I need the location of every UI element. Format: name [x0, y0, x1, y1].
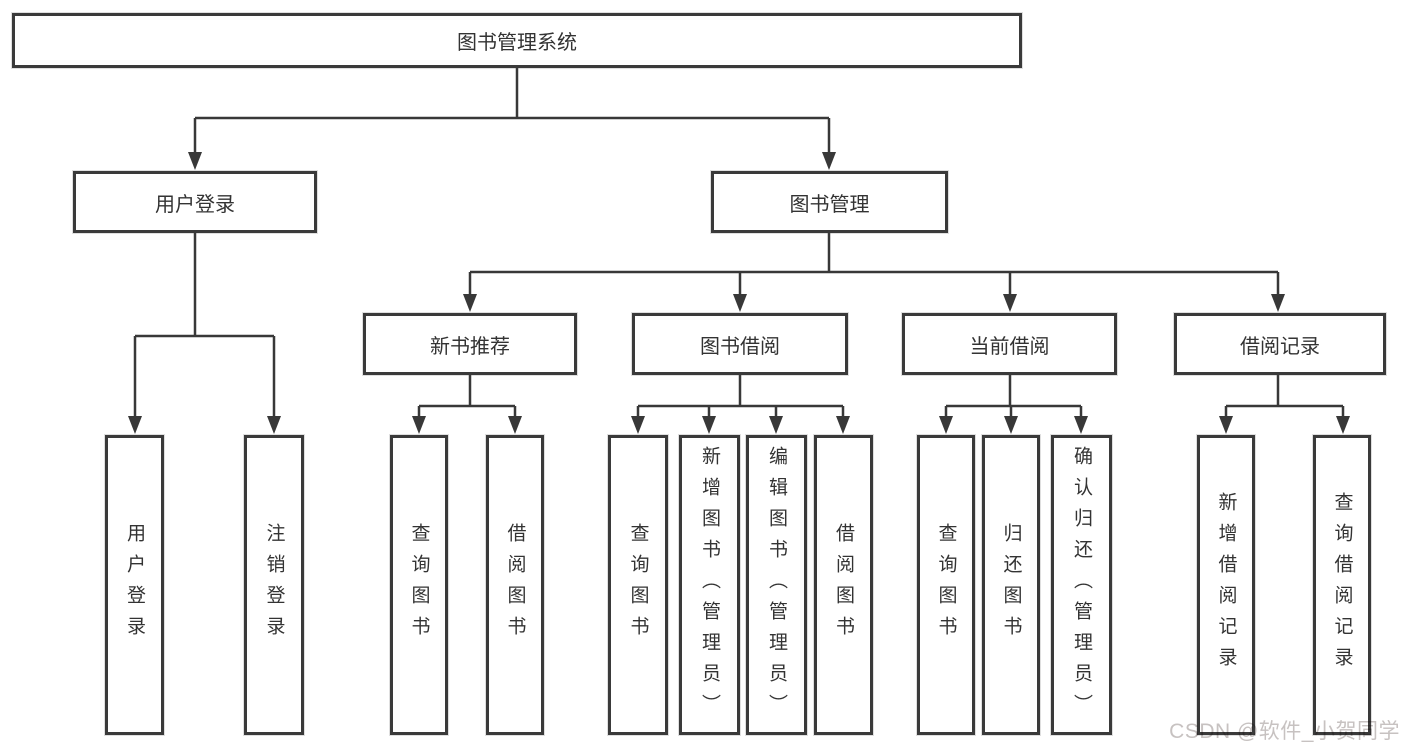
arrowhead-add-borrow-record — [1219, 416, 1233, 434]
node-root: 图书管理系统 — [12, 13, 1022, 68]
arrowhead-book-mgmt — [822, 152, 836, 170]
arrowhead-new-book-recommend — [463, 294, 477, 312]
node-current-borrow: 当前借阅 — [902, 313, 1117, 375]
leaf-add-books-admin-label: 新增图书（管理员） — [699, 445, 720, 725]
node-new-book-recommend: 新书推荐 — [363, 313, 577, 375]
arrowhead-user-login — [188, 152, 202, 170]
leaf-borrow-books-label: 借阅图书 — [833, 523, 854, 647]
arrowhead-current-borrow — [1003, 294, 1017, 312]
leaf-edit-books-admin: 编辑图书（管理员） — [746, 435, 807, 735]
leaf-user-login-label: 用户登录 — [124, 523, 145, 647]
leaf-add-borrow-record: 新增借阅记录 — [1197, 435, 1255, 735]
node-user-login: 用户登录 — [73, 171, 317, 233]
leaf-query-books-current: 查询图书 — [917, 435, 975, 735]
arrowhead-add-books-admin — [702, 416, 716, 434]
connector-user-login-branch — [128, 233, 281, 434]
node-book-borrow-label: 图书借阅 — [700, 335, 780, 358]
arrowhead-leaf-logout — [267, 416, 281, 434]
leaf-add-books-admin: 新增图书（管理员） — [679, 435, 740, 735]
leaf-logout-label: 注销登录 — [263, 523, 285, 647]
arrowhead-leaf-user-login — [128, 416, 142, 434]
arrowhead-query-books-borrow — [631, 416, 645, 434]
arrowhead-return-books — [1004, 416, 1018, 434]
arrowhead-edit-books-admin — [769, 416, 783, 434]
leaf-return-books: 归还图书 — [982, 435, 1040, 735]
node-borrow-records-label: 借阅记录 — [1240, 335, 1320, 358]
leaf-user-login: 用户登录 — [105, 435, 164, 735]
leaf-return-books-label: 归还图书 — [1000, 523, 1022, 647]
arrowhead-borrow-books-recommend — [508, 416, 522, 434]
arrowhead-query-books-recommend — [412, 416, 426, 434]
connector-current-borrow-branch — [939, 375, 1088, 434]
connector-book-mgmt-branch — [463, 233, 1285, 312]
leaf-logout: 注销登录 — [244, 435, 304, 735]
leaf-query-books-recommend-label: 查询图书 — [408, 523, 430, 647]
node-book-mgmt-label: 图书管理 — [789, 193, 870, 216]
node-root-label: 图书管理系统 — [457, 32, 577, 54]
leaf-edit-books-admin-label: 编辑图书（管理员） — [766, 445, 787, 725]
node-book-mgmt: 图书管理 — [711, 171, 948, 233]
arrowhead-borrow-records — [1271, 294, 1285, 312]
leaf-query-books-borrow-label: 查询图书 — [627, 523, 649, 647]
leaf-query-borrow-record-label: 查询借阅记录 — [1331, 492, 1353, 678]
leaf-query-borrow-record: 查询借阅记录 — [1313, 435, 1371, 735]
leaf-add-borrow-record-label: 新增借阅记录 — [1215, 492, 1237, 678]
connector-book-borrow-branch — [631, 375, 850, 434]
csdn-watermark: CSDN @软件_小贺同学 — [1169, 720, 1400, 743]
connector-new-book-recommend-branch — [412, 375, 522, 434]
arrowhead-borrow-books — [836, 416, 850, 434]
leaf-confirm-return-admin-label: 确认归还（管理员） — [1071, 445, 1092, 725]
node-borrow-records: 借阅记录 — [1174, 313, 1386, 375]
arrowhead-query-borrow-record — [1336, 416, 1350, 434]
leaf-query-books-borrow: 查询图书 — [608, 435, 668, 735]
leaf-query-books-recommend: 查询图书 — [390, 435, 448, 735]
leaf-borrow-books-recommend: 借阅图书 — [486, 435, 544, 735]
leaf-borrow-books: 借阅图书 — [814, 435, 873, 735]
node-book-borrow: 图书借阅 — [632, 313, 848, 375]
arrowhead-confirm-return-admin — [1074, 416, 1088, 434]
node-current-borrow-label: 当前借阅 — [969, 335, 1050, 358]
leaf-query-books-current-label: 查询图书 — [935, 523, 957, 647]
connector-borrow-records-branch — [1219, 375, 1350, 434]
arrowhead-query-books-current — [939, 416, 953, 434]
node-user-login-label: 用户登录 — [155, 193, 235, 216]
leaf-borrow-books-recommend-label: 借阅图书 — [504, 523, 526, 647]
leaf-confirm-return-admin: 确认归还（管理员） — [1051, 435, 1112, 735]
node-new-book-recommend-label: 新书推荐 — [430, 335, 510, 358]
connector-root-to-level2 — [188, 68, 836, 170]
arrowhead-book-borrow — [733, 294, 747, 312]
